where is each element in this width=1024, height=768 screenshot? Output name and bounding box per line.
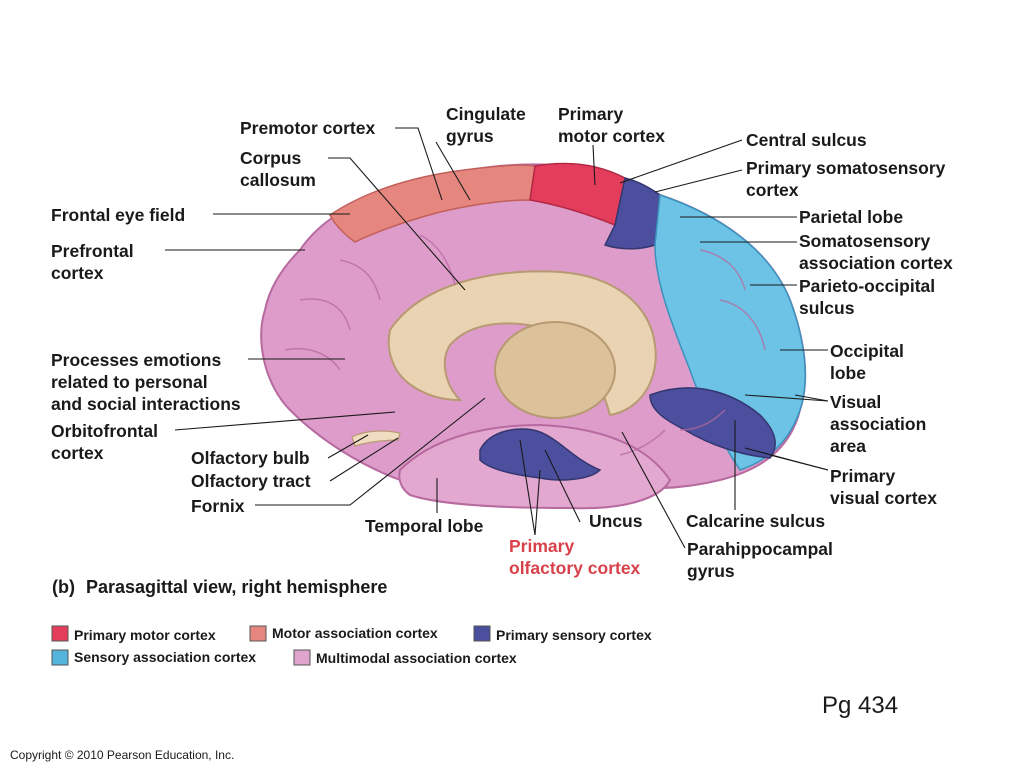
legend-label-primary-sensory: Primary sensory cortex: [496, 627, 652, 643]
legend-swatch-primary-sensory: [473, 625, 491, 642]
label-central-sulcus: Central sulcus: [746, 130, 867, 150]
legend-swatch-primary-motor: [51, 625, 69, 642]
label-primary-olfactory-cortex: Primary olfactory cortex: [509, 536, 641, 578]
label-orbitofrontal-cortex: Orbitofrontal cortex: [51, 421, 163, 463]
label-primary-visual-cortex: Primary visual cortex: [830, 466, 937, 508]
label-occipital-lobe: Occipital lobe: [830, 341, 909, 383]
label-primary-motor-cortex: Primary motor cortex: [558, 104, 665, 146]
label-processes-emotions: Processes emotions related to personal a…: [51, 350, 241, 414]
label-temporal-lobe: Temporal lobe: [365, 516, 484, 536]
labels: Cingulate gyrus Primary motor cortex Pre…: [51, 104, 953, 581]
label-prefrontal-cortex: Prefrontal cortex: [51, 241, 139, 283]
primary-olfactory-region: [479, 428, 602, 481]
legend-label-sensory-association: Sensory association cortex: [74, 649, 256, 665]
gyri-detail: [284, 234, 766, 456]
label-premotor-cortex: Premotor cortex: [240, 118, 375, 138]
leader-lines: [165, 127, 829, 549]
brain-illustration: [260, 162, 807, 510]
label-visual-association-area: Visual association area: [830, 392, 931, 456]
primary-visual-region: [649, 387, 776, 459]
page-number: Pg 434: [822, 692, 898, 719]
label-corpus-callosum: Corpus callosum: [240, 148, 316, 190]
label-frontal-eye-field: Frontal eye field: [51, 205, 185, 225]
label-parieto-occipital-sulcus: Parieto-occipital sulcus: [799, 276, 940, 318]
label-olfactory-bulb: Olfactory bulb: [191, 448, 310, 468]
label-cingulate-gyrus: Cingulate gyrus: [446, 104, 531, 146]
olfactory-bulb-shape: [351, 430, 401, 447]
label-somatosensory-association-cortex: Somatosensory association cortex: [799, 231, 953, 273]
legend-swatch-multimodal: [293, 649, 311, 666]
sensory-association-region: [654, 193, 806, 471]
figure-caption: (b) Parasagittal view, right hemisphere: [52, 577, 387, 597]
legend-swatch-motor-association: [249, 625, 267, 642]
caption-panel: (b): [52, 577, 75, 597]
legend-swatch-sensory-association: [51, 649, 69, 666]
label-uncus: Uncus: [589, 511, 643, 531]
label-fornix: Fornix: [191, 496, 245, 516]
label-olfactory-tract: Olfactory tract: [191, 471, 311, 491]
label-calcarine-sulcus: Calcarine sulcus: [686, 511, 825, 531]
label-parahippocampal-gyrus: Parahippocampal gyrus: [687, 539, 838, 581]
legend-label-multimodal: Multimodal association cortex: [316, 650, 517, 666]
caption-text: Parasagittal view, right hemisphere: [86, 577, 387, 597]
legend-label-primary-motor: Primary motor cortex: [74, 627, 216, 643]
motor-association-region: [329, 164, 536, 243]
copyright: Copyright © 2010 Pearson Education, Inc.: [10, 748, 234, 762]
legend-label-motor-association: Motor association cortex: [272, 625, 438, 641]
legend: Primary motor cortex Motor association c…: [51, 625, 652, 666]
diencephalon-shape: [494, 321, 616, 419]
label-parietal-lobe: Parietal lobe: [799, 207, 903, 227]
label-primary-somatosensory-cortex: Primary somatosensory cortex: [746, 158, 950, 200]
